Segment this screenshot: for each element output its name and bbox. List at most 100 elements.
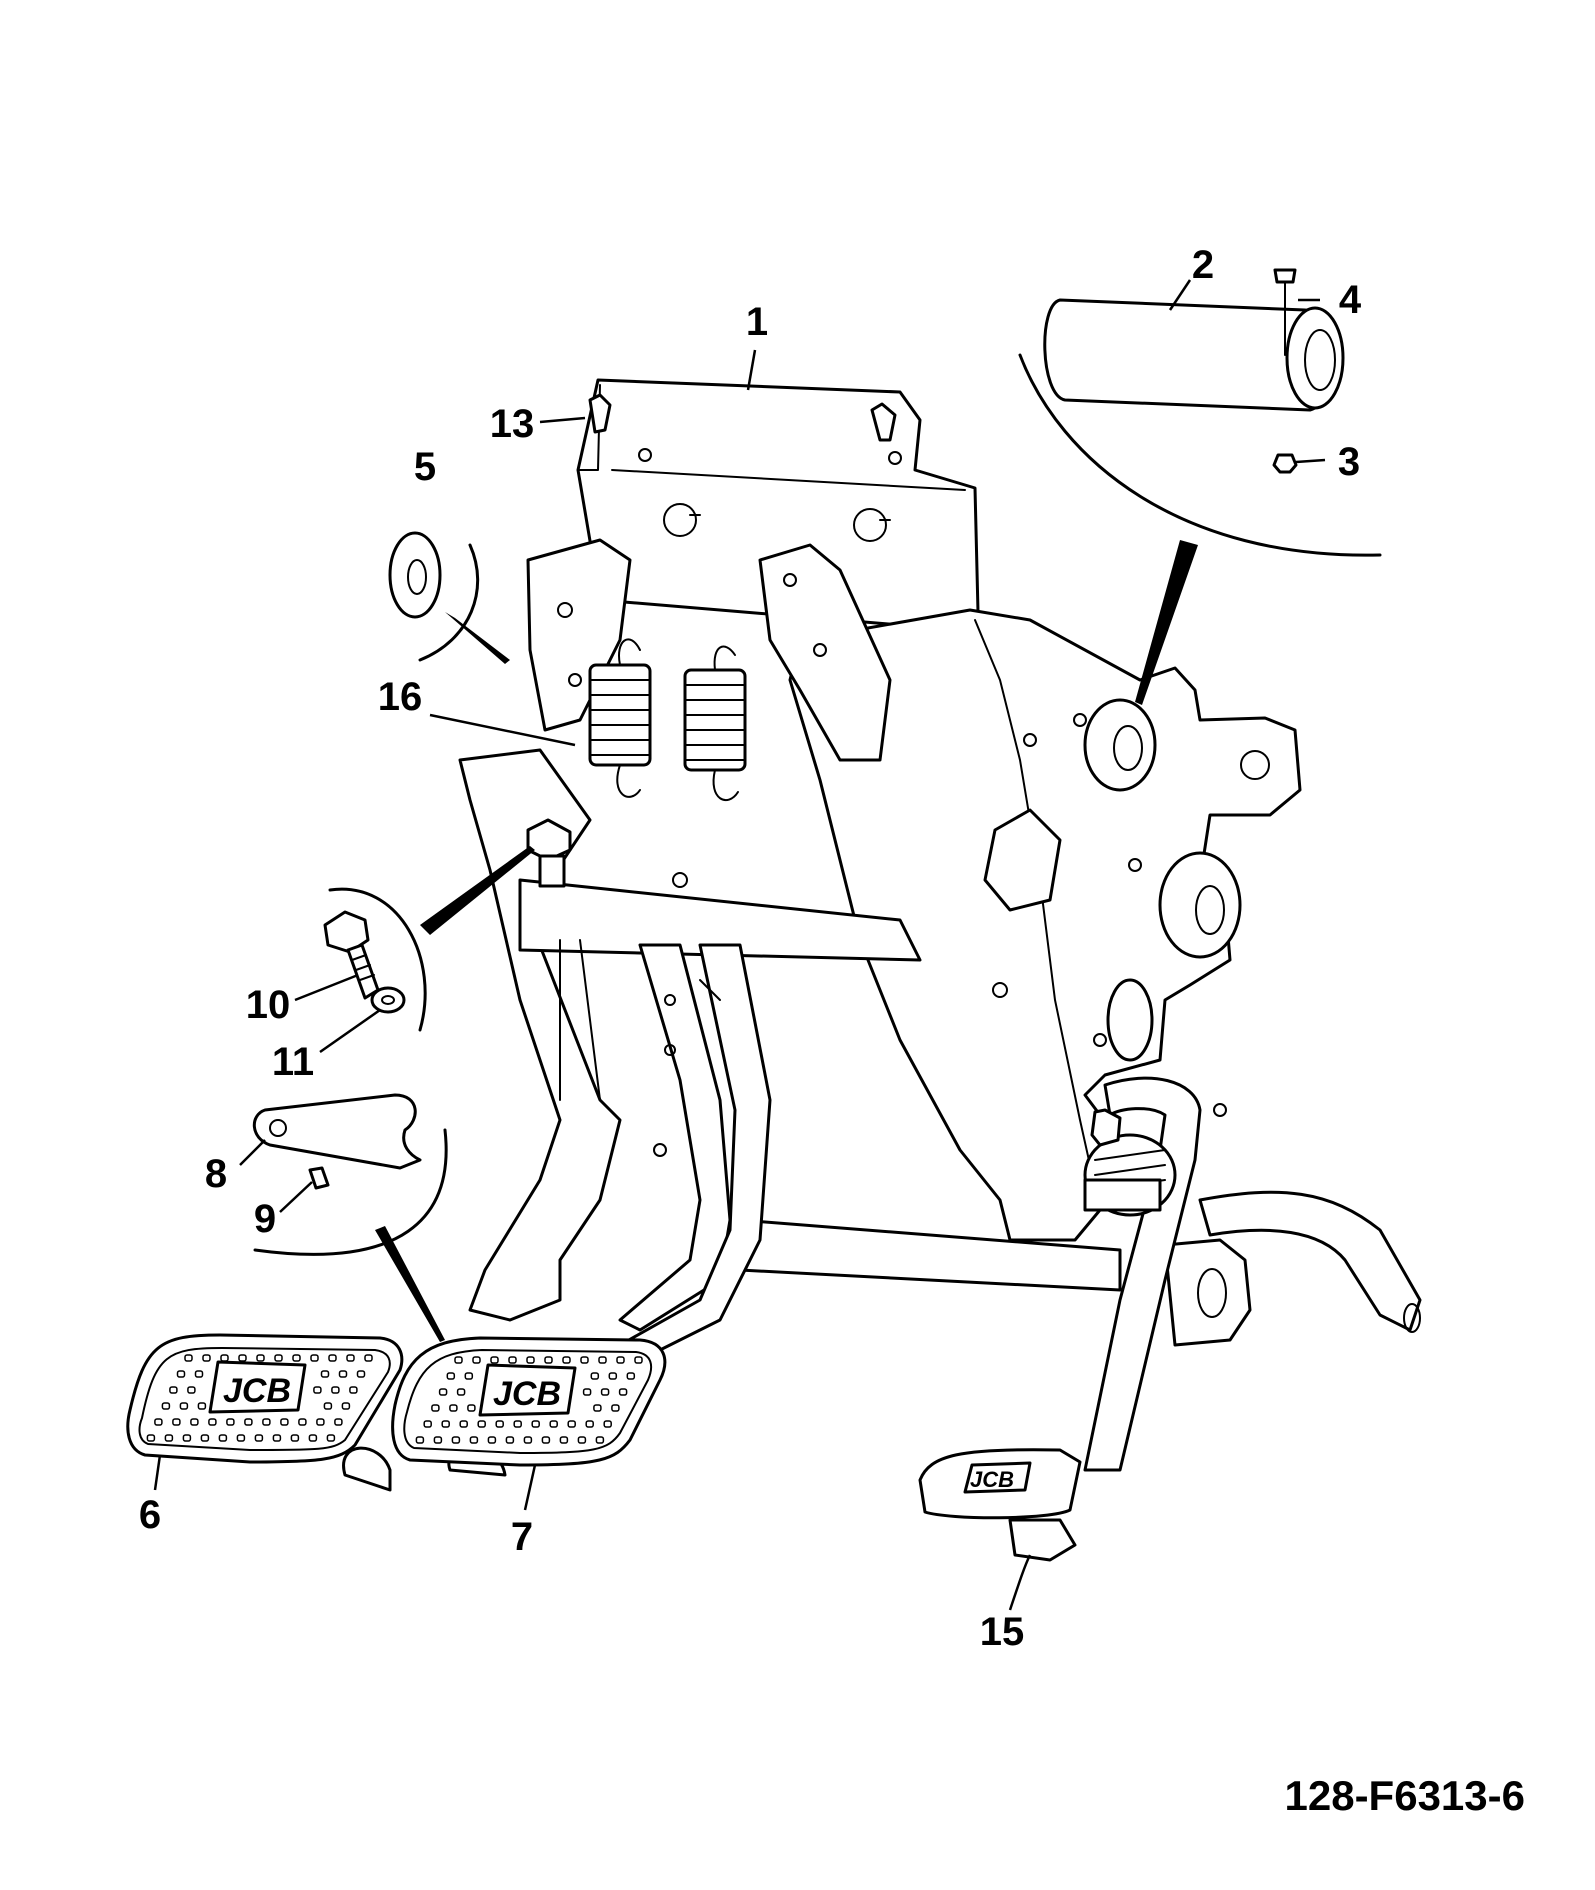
tread-dot <box>618 1388 628 1396</box>
tread-dot <box>331 1386 340 1394</box>
tread-dot <box>226 1418 235 1426</box>
third-pedal-assembly: JCB <box>918 1076 1422 1562</box>
callout-11: 11 <box>272 1040 314 1084</box>
callout-6: 6 <box>139 1493 161 1537</box>
tread-dot <box>464 1372 474 1380</box>
tread-dot <box>197 1402 207 1410</box>
tread-dot <box>634 1356 643 1364</box>
tread-dot <box>176 1370 186 1378</box>
tread-dot <box>593 1404 602 1412</box>
tread-dot <box>549 1420 558 1428</box>
tread-dot <box>477 1420 486 1428</box>
tread-dot <box>326 1434 336 1442</box>
tread-dot <box>172 1418 181 1426</box>
tread-dot <box>441 1420 450 1428</box>
tread-dot <box>161 1402 171 1410</box>
detail-inset-washer <box>388 531 510 664</box>
tread-dot <box>310 1354 319 1362</box>
tread-dot <box>472 1356 481 1364</box>
tread-dot <box>346 1354 355 1362</box>
tread-dot <box>182 1434 192 1442</box>
tread-dot <box>544 1356 553 1364</box>
detail-inset-bolt <box>323 846 535 1032</box>
leader-lines <box>153 279 1326 1611</box>
tread-dot <box>262 1418 271 1426</box>
tread-dot <box>585 1420 594 1428</box>
callout-2: 2 <box>1192 243 1214 287</box>
tread-dot <box>254 1434 264 1442</box>
callout-1: 1 <box>746 300 768 344</box>
tread-dot <box>200 1434 210 1442</box>
tread-dot <box>580 1356 589 1364</box>
right-pedal-logo: JCB <box>493 1375 561 1413</box>
callout-9: 9 <box>254 1197 276 1241</box>
tread-dot <box>218 1434 228 1442</box>
tread-dot <box>523 1436 533 1444</box>
tread-dot <box>308 1434 318 1442</box>
tread-dot <box>508 1356 517 1364</box>
tread-dot <box>513 1420 522 1428</box>
third-pedal-logo: JCB <box>970 1467 1014 1492</box>
pedal-frame <box>458 538 1122 1362</box>
tread-dot <box>334 1418 343 1426</box>
tread-dot <box>220 1354 229 1362</box>
tread-dot <box>194 1370 204 1378</box>
tread-dot <box>423 1420 432 1428</box>
tread-dot <box>495 1420 504 1428</box>
tread-dot <box>341 1402 351 1410</box>
tread-dot <box>154 1418 163 1426</box>
callout-4: 4 <box>1339 278 1362 322</box>
side-plate <box>788 608 1302 1347</box>
tread-dot <box>236 1434 246 1442</box>
tread-dot <box>451 1436 461 1444</box>
right-pad-tread <box>415 1356 643 1444</box>
tread-dot <box>328 1354 337 1362</box>
tread-dot <box>169 1386 178 1394</box>
tread-dot <box>487 1436 497 1444</box>
callout-13: 13 <box>490 402 535 446</box>
stop-bolt <box>526 818 572 888</box>
tread-dot <box>187 1386 196 1394</box>
tread-dot <box>456 1388 466 1396</box>
tread-dot <box>238 1354 247 1362</box>
tread-dot <box>505 1436 515 1444</box>
tread-dot <box>356 1370 366 1378</box>
callout-15: 15 <box>980 1610 1025 1654</box>
tread-dot <box>349 1386 358 1394</box>
tread-dot <box>490 1356 499 1364</box>
callout-8: 8 <box>205 1152 227 1196</box>
drawing-code: 128-F6313-6 <box>1285 1772 1526 1819</box>
tread-dot <box>316 1418 325 1426</box>
callout-7: 7 <box>511 1515 533 1559</box>
tread-dot <box>595 1436 605 1444</box>
tread-dot <box>459 1420 468 1428</box>
tread-dot <box>146 1434 156 1442</box>
tread-dot <box>446 1372 456 1380</box>
tread-dot <box>582 1388 592 1396</box>
pedal-pad-right: JCB <box>391 1336 667 1477</box>
tread-dot <box>526 1356 535 1364</box>
tread-dot <box>202 1354 211 1362</box>
tread-dot <box>256 1354 265 1362</box>
tread-dot <box>600 1388 610 1396</box>
left-pedal-logo: JCB <box>223 1372 291 1410</box>
tread-dot <box>431 1404 440 1412</box>
tread-dot <box>567 1420 576 1428</box>
left-pad-tread <box>146 1354 373 1442</box>
tread-dot <box>469 1436 479 1444</box>
tread-dot <box>298 1418 307 1426</box>
tread-dot <box>598 1356 607 1364</box>
tread-dot <box>611 1404 620 1412</box>
tread-dot <box>454 1356 463 1364</box>
callout-10: 10 <box>246 983 291 1027</box>
tread-dot <box>320 1370 330 1378</box>
tread-dot <box>603 1420 612 1428</box>
callout-5: 5 <box>414 445 436 489</box>
tread-dot <box>541 1436 551 1444</box>
tread-dot <box>531 1420 540 1428</box>
tread-dot <box>190 1418 199 1426</box>
tread-dot <box>562 1356 571 1364</box>
tread-dot <box>164 1434 174 1442</box>
tread-dot <box>179 1402 189 1410</box>
